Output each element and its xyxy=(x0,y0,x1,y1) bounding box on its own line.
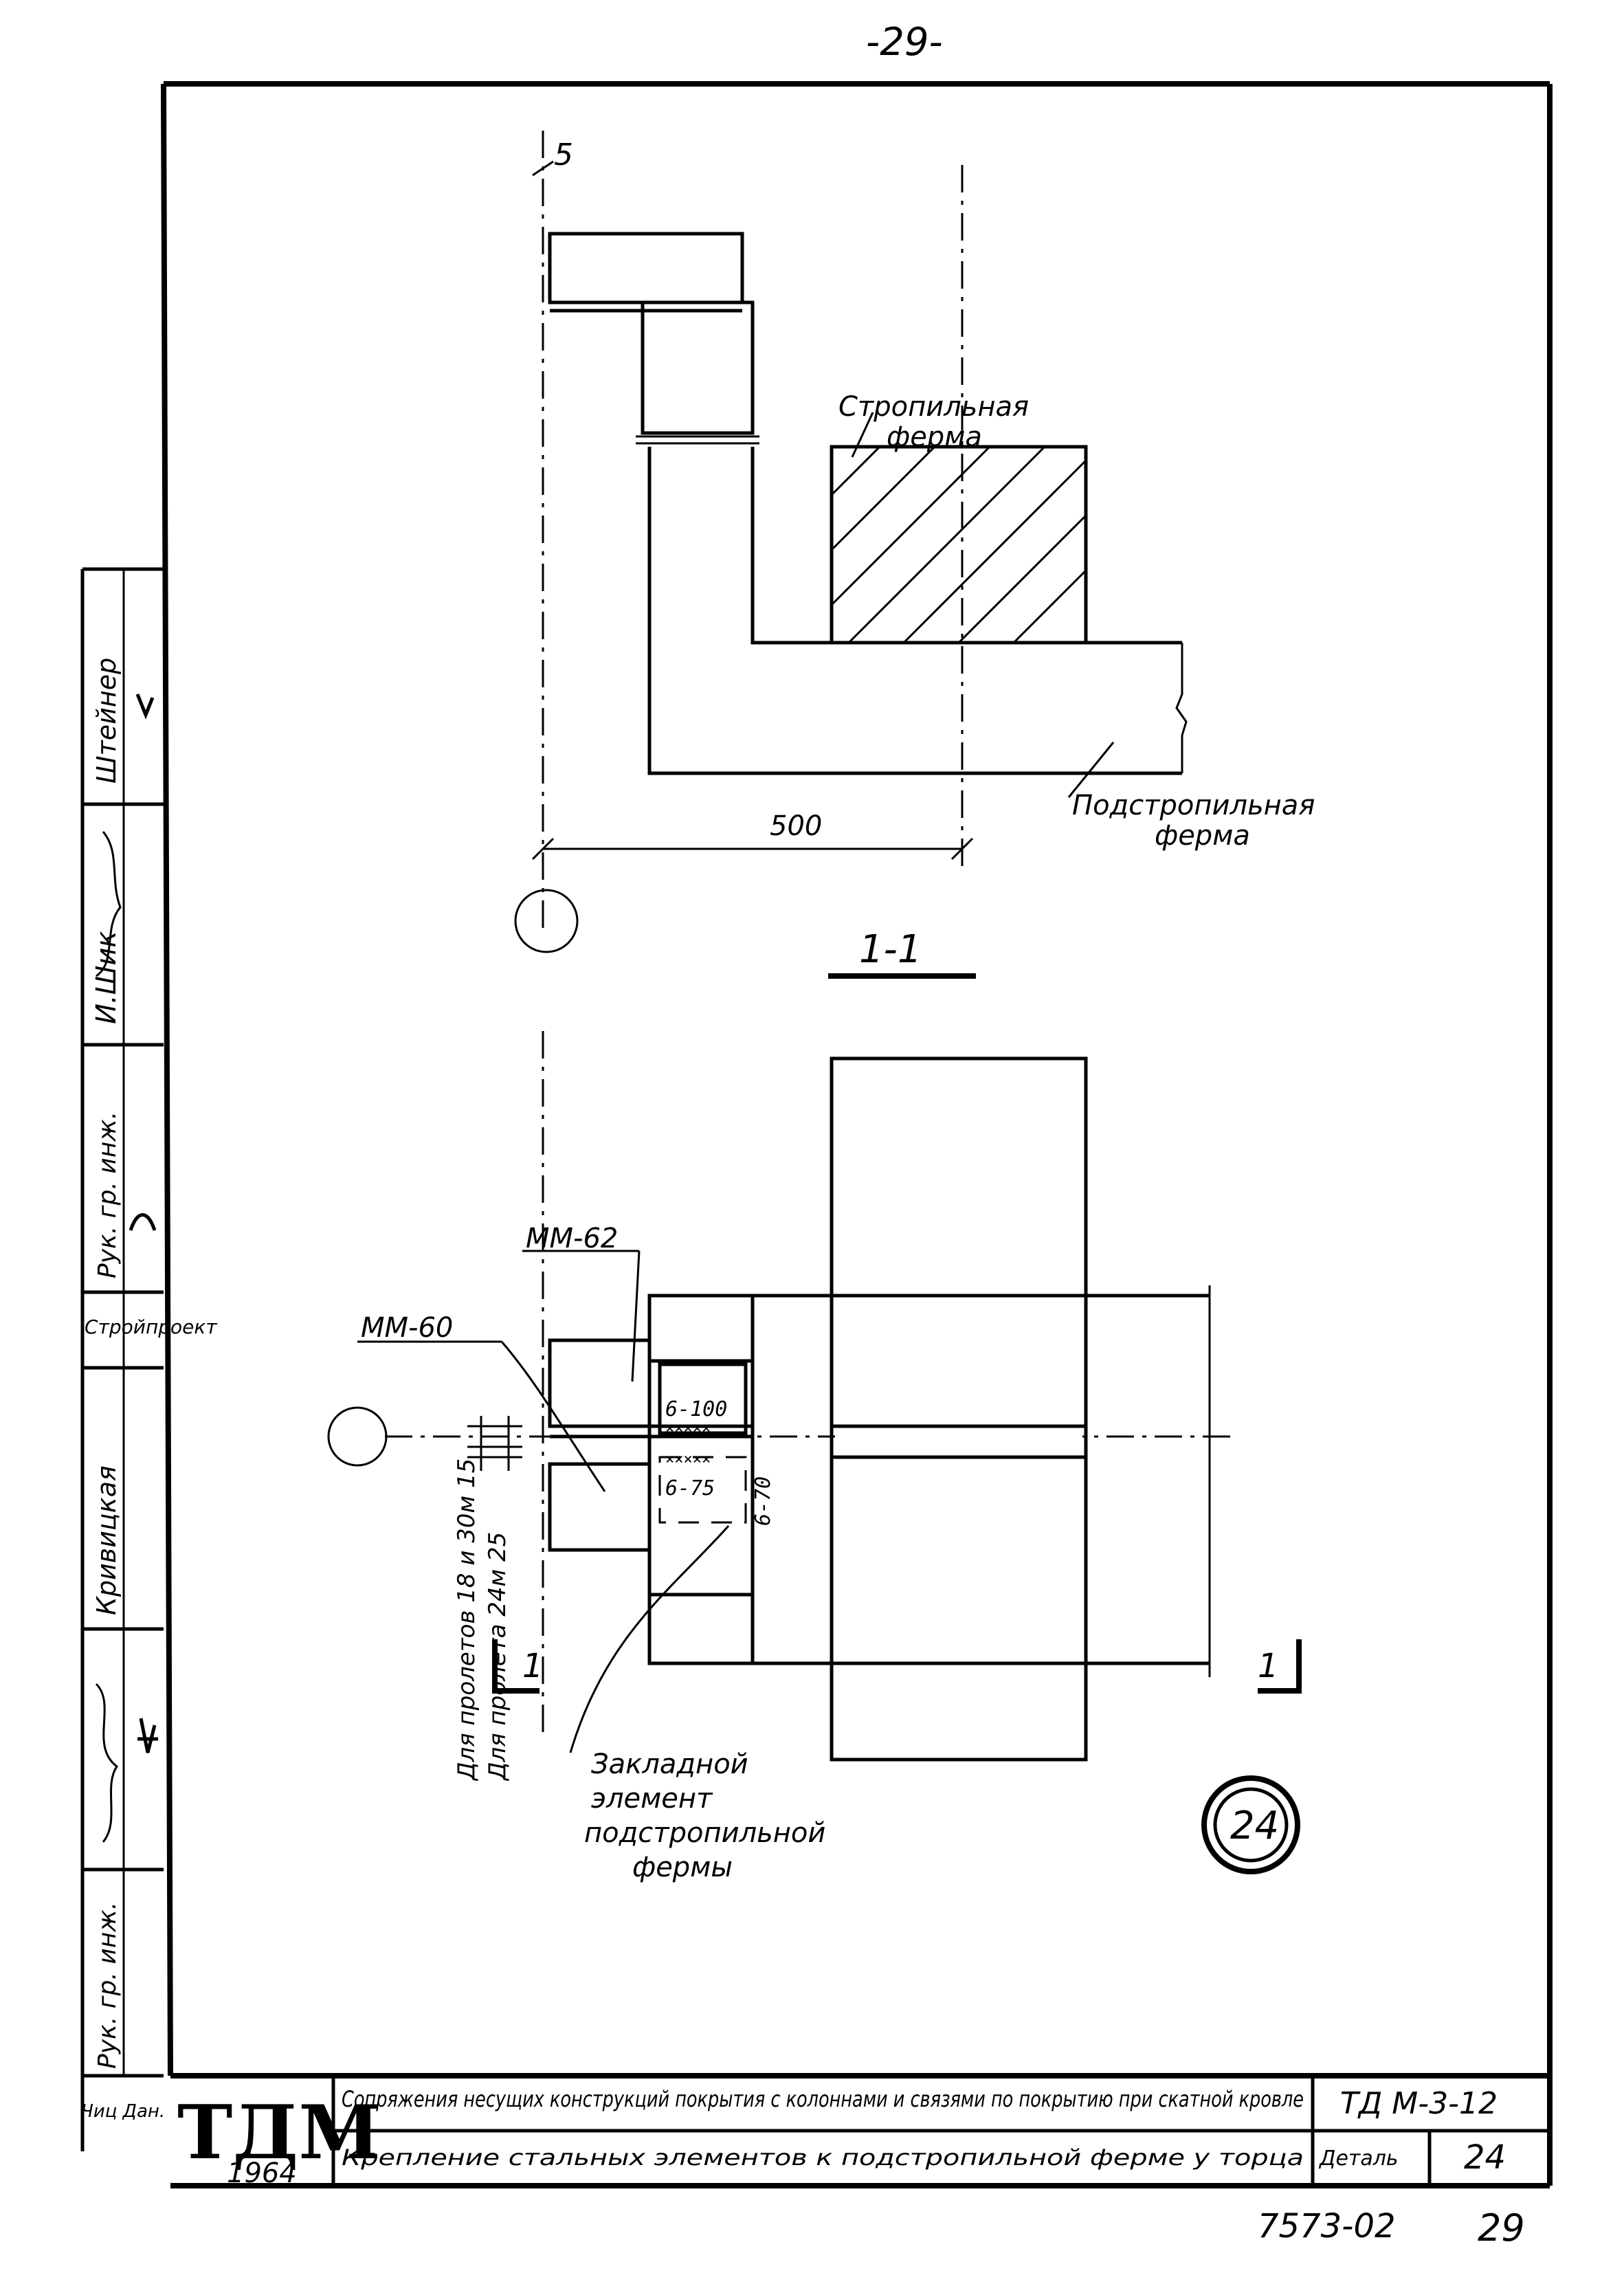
signature-mark-5 xyxy=(96,831,122,977)
cut-mark-right: 1 xyxy=(1258,1647,1279,1685)
detail-label: Деталь xyxy=(1318,2147,1399,2171)
sheet-frame xyxy=(161,81,1553,2186)
title-block: ТДМ 1964 Сопряжения несущих конструкций … xyxy=(170,2073,1550,2189)
stamp-cell-4: Кривицкая xyxy=(91,1465,122,1615)
stamp-cell-6: Рук. гр. инж. xyxy=(93,1902,122,2069)
stamp-cell-0: Штейнер xyxy=(91,658,122,784)
stamp-cell-1: И.Шик xyxy=(91,931,122,1024)
cut-mark-left: 1 xyxy=(522,1647,544,1685)
signature-mark-4 xyxy=(95,1683,119,1843)
title-year: 1964 xyxy=(227,2158,297,2189)
detail-number-circle: 24 xyxy=(1230,1804,1279,1848)
detail-number: 24 xyxy=(1464,2138,1506,2177)
dimension-500: 500 xyxy=(770,810,822,842)
truss-hatch xyxy=(830,445,1087,644)
bottom-ref: 7573-02 xyxy=(1258,2207,1396,2246)
section-title: 1-1 xyxy=(859,927,922,972)
bottom-page: 29 xyxy=(1478,2206,1525,2250)
stamp-cell-7: Чиц Дан. xyxy=(81,2101,165,2122)
weld-6-100: 6-100 xyxy=(665,1397,727,1421)
signature-mark-2 xyxy=(129,1213,157,1231)
side-stamp: Штейнер И.Шик Рук. гр. инж. Стройпроект … xyxy=(80,567,217,2151)
weld-6-70: 6-70 xyxy=(751,1476,775,1526)
mm62-label: ММ-62 xyxy=(526,1223,618,1254)
mm60-label: ММ-60 xyxy=(361,1312,453,1344)
stamp-cell-2: Рук. гр. инж. xyxy=(93,1111,122,1278)
title-code: ТД М-3-12 xyxy=(1340,2086,1498,2121)
section-view: 6-100 ××××× 6-75 ××××× 6-70 ММ-62 ММ-60 … xyxy=(327,1031,1302,1883)
dim-span-18-30: Для пролетов 18 и 30м 15 xyxy=(453,1459,480,1782)
signature-mark-1 xyxy=(135,694,155,720)
signature-mark-3 xyxy=(137,1718,158,1753)
org-logo: ТДМ xyxy=(177,2089,381,2176)
axis-marker-5: 5 xyxy=(554,137,573,173)
weld-marks-top: ××××× xyxy=(665,1420,711,1437)
weld-marks-bottom: ××××× xyxy=(665,1451,711,1468)
weld-6-75: 6-75 xyxy=(665,1476,715,1500)
subtitle-line: Крепление стальных элементов к подстропи… xyxy=(342,2144,1304,2171)
stamp-cell-3: Стройпроект xyxy=(85,1316,217,1338)
page-number-top: -29- xyxy=(866,20,943,65)
title-line: Сопряжения несущих конструкций покрытия … xyxy=(342,2086,1304,2112)
